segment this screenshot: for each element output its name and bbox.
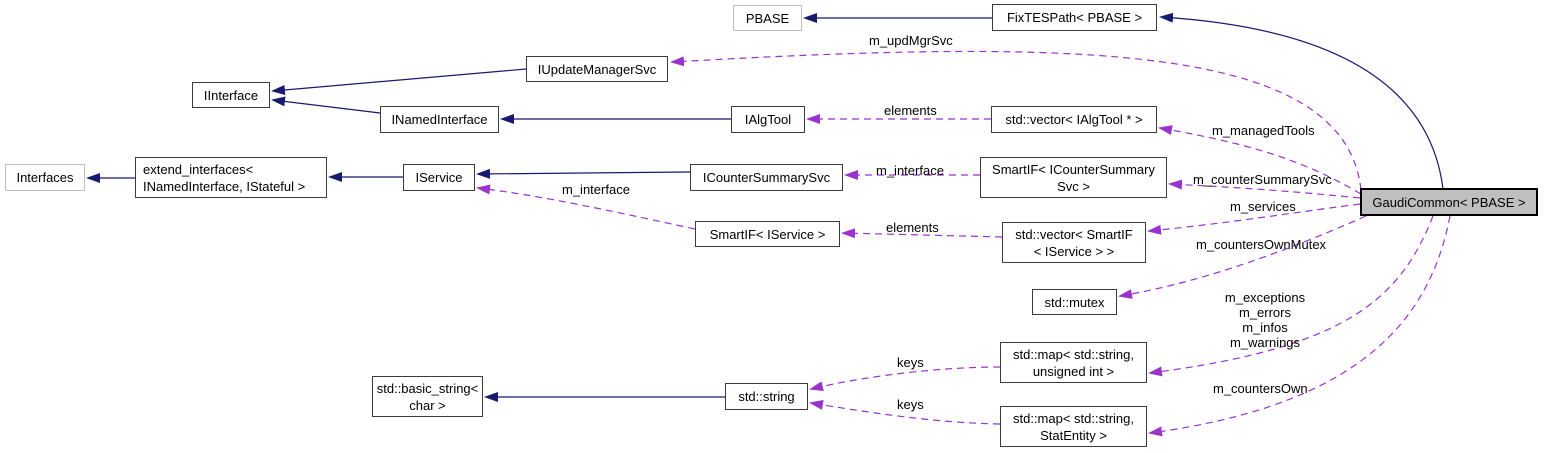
node-vector-ialgtool[interactable]: std::vector< IAlgTool * > bbox=[991, 106, 1157, 133]
edge-inherit-inamedinterface-iinterface bbox=[271, 96, 381, 114]
edge-label-m-countersown: m_countersOwn bbox=[1213, 381, 1308, 396]
edge-label-m-interface-counter: m_interface bbox=[876, 163, 944, 178]
edge-use-gaudicommon-stdmutex bbox=[1118, 215, 1367, 299]
edge-label-m-updmgrsvc: m_updMgrSvc bbox=[869, 33, 953, 48]
node-icountersummarysvc[interactable]: ICounterSummarySvc bbox=[690, 164, 843, 191]
edge-use-gaudicommon-vectorialgtool bbox=[1158, 125, 1362, 195]
node-inamedinterface[interactable]: INamedInterface bbox=[380, 106, 499, 133]
edge-label-m-countersownmutex: m_countersOwnMutex bbox=[1196, 237, 1327, 252]
edge-use-smartifiservice-iservice bbox=[476, 184, 696, 230]
edge-label-m-services: m_services bbox=[1230, 199, 1296, 214]
edge-use-vectorsmartif-smartifiservice bbox=[841, 228, 1003, 239]
edge-inherit-icountersummarysvc-iservice bbox=[476, 168, 691, 179]
node-std-basic-string[interactable]: std::basic_string< char > bbox=[372, 376, 483, 417]
node-pbase[interactable]: PBASE bbox=[733, 5, 802, 31]
node-iupdatemanagersvc[interactable]: IUpdateManagerSvc bbox=[526, 56, 668, 82]
node-smartif-iservice[interactable]: SmartIF< IService > bbox=[695, 221, 840, 247]
node-interfaces[interactable]: Interfaces bbox=[5, 164, 85, 191]
edge-label-keys-uint: keys bbox=[897, 355, 924, 370]
edge-label-m-countersummarysvc: m_counterSummarySvc bbox=[1193, 172, 1332, 187]
node-map-string-uint[interactable]: std::map< std::string, unsigned int > bbox=[1000, 342, 1147, 383]
edge-use-gaudicommon-iupdatemanagersvc bbox=[670, 50, 1362, 191]
edge-use-gaudicommon-mapstatentity bbox=[1148, 215, 1451, 437]
node-gaudicommon: GaudiCommon< PBASE > bbox=[1360, 188, 1538, 216]
node-map-string-statentity[interactable]: std::map< std::string, StatEntity > bbox=[1000, 406, 1147, 447]
node-vector-smartif-iservice[interactable]: std::vector< SmartIF < IService > > bbox=[1002, 222, 1146, 263]
node-fixtespath[interactable]: FixTESPath< PBASE > bbox=[992, 4, 1157, 31]
edge-label-elements-services: elements bbox=[886, 220, 939, 235]
edge-label-message-counters: m_exceptions m_errors m_infos m_warnings bbox=[1224, 290, 1306, 350]
node-ialgtool[interactable]: IAlgTool bbox=[731, 106, 805, 133]
edge-use-gaudicommon-vectorsmartif bbox=[1147, 203, 1361, 235]
edge-use-mapstatentity-stdstring bbox=[809, 400, 1001, 425]
node-iinterface[interactable]: IInterface bbox=[192, 82, 270, 108]
node-iservice[interactable]: IService bbox=[403, 164, 475, 191]
edge-use-gaudicommon-smartifcounter bbox=[1168, 179, 1361, 199]
edge-label-keys-statentity: keys bbox=[897, 397, 924, 412]
node-std-mutex[interactable]: std::mutex bbox=[1032, 289, 1117, 315]
edge-inherit-iupdatemanagersvc-iinterface bbox=[271, 68, 527, 95]
node-extend-interfaces[interactable]: extend_interfaces< INamedInterface, ISta… bbox=[135, 157, 327, 198]
edge-label-m-managedtools: m_managedTools bbox=[1212, 123, 1315, 138]
edge-use-mapuint-stdstring bbox=[809, 366, 1001, 392]
node-smartif-icountersummarysvc[interactable]: SmartIF< ICounterSummary Svc > bbox=[980, 157, 1167, 198]
edge-label-m-interface-service: m_interface bbox=[562, 182, 630, 197]
edge-label-elements-tools: elements bbox=[884, 103, 937, 118]
edge-inherit-gaudicommon-fixtespath bbox=[1159, 12, 1444, 190]
node-std-string[interactable]: std::string bbox=[725, 383, 808, 410]
